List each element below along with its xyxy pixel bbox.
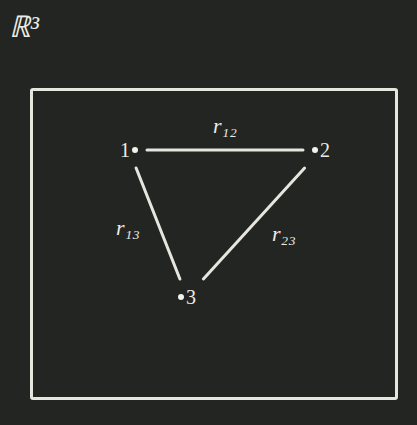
distance-label: r₁₃ xyxy=(113,216,143,240)
point-node: 3 xyxy=(175,285,199,309)
point-node: 2 xyxy=(309,138,333,162)
distance-label: r₁₂ xyxy=(210,114,240,138)
point-dot xyxy=(178,294,184,300)
point-node: 1 xyxy=(117,138,141,162)
distance-label: r₂₃ xyxy=(269,222,299,246)
space-label: ℝ³ xyxy=(9,5,39,46)
point-dot xyxy=(312,147,318,153)
distance-line xyxy=(203,168,304,279)
point-number: 3 xyxy=(186,287,196,307)
distance-line xyxy=(147,149,303,152)
point-dot xyxy=(132,147,138,153)
point-number: 1 xyxy=(120,140,130,160)
point-number: 2 xyxy=(320,140,330,160)
